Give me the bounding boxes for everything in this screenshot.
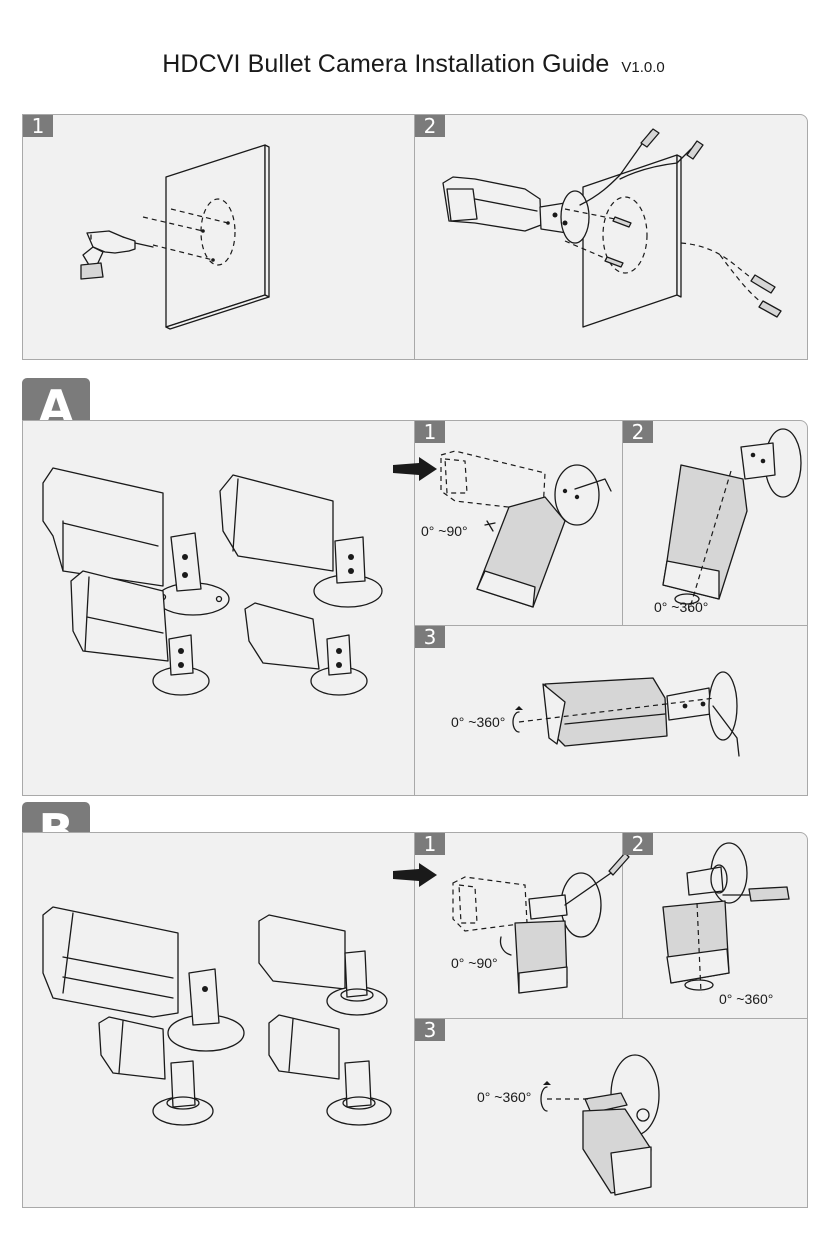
panel-divider — [622, 833, 623, 1019]
camera-icon — [268, 1014, 392, 1126]
section-b-overview — [23, 833, 414, 1207]
top-steps-panel: 1 2 — [22, 114, 808, 360]
tilt-angle-label: 0° ~90° — [421, 523, 468, 539]
step-badge: 2 — [623, 833, 653, 855]
section-b-step-3: 3 0° ~360° — [415, 1019, 808, 1207]
tilt-camera-illustration — [440, 450, 612, 608]
section-a-step-3: 3 0° ~360° — [415, 626, 808, 795]
camera-icon — [258, 914, 388, 1016]
section-a-step-1: 1 0° ~90° — [415, 421, 622, 625]
step-badge: 1 — [415, 833, 445, 855]
section-a-step-2: 2 0° ~360° — [623, 421, 808, 625]
tilt-camera-illustration — [452, 852, 630, 994]
section-a-overview — [23, 421, 414, 795]
drill-wall-illustration — [80, 144, 270, 330]
section-b-step-1: 1 0° ~90° — [415, 833, 630, 1018]
step-badge: 1 — [23, 115, 53, 137]
mount-camera-illustration — [442, 128, 782, 328]
rotate-angle-label: 0° ~360° — [477, 1089, 532, 1105]
camera-icon — [244, 602, 368, 696]
camera-models-illustration — [42, 906, 392, 1126]
camera-models-illustration — [42, 467, 383, 696]
version-label: V1.0.0 — [621, 59, 665, 76]
pan-camera-illustration — [662, 428, 802, 612]
panel-divider — [414, 625, 807, 626]
title-text: HDCVI Bullet Camera Installation Guide — [162, 50, 610, 78]
camera-icon — [42, 906, 245, 1052]
section-a-panel: 1 0° ~90° 2 0° ~360° — [22, 420, 808, 796]
step-badge: 1 — [415, 421, 445, 443]
drill-icon — [80, 230, 154, 280]
top-step-2: 2 — [415, 115, 808, 359]
arrow-right-icon — [393, 457, 437, 481]
pan-angle-label: 0° ~360° — [719, 991, 774, 1007]
step-badge: 3 — [415, 1019, 445, 1041]
camera-icon — [70, 570, 210, 696]
panel-divider — [414, 1018, 807, 1019]
rotate-camera-illustration — [512, 671, 740, 757]
top-step-1: 1 — [23, 115, 414, 359]
arrow-right-icon — [393, 863, 437, 887]
camera-icon — [98, 1016, 214, 1126]
panel-divider — [414, 833, 415, 1207]
step-badge: 2 — [623, 421, 653, 443]
step-badge: 2 — [415, 115, 445, 137]
pan-angle-label: 0° ~360° — [654, 599, 709, 615]
panel-divider — [414, 115, 415, 359]
panel-divider — [414, 421, 415, 795]
camera-icon — [42, 467, 230, 616]
section-b-panel: 1 0° ~90° 2 0° ~360° — [22, 832, 808, 1208]
camera-icon — [219, 474, 383, 608]
tilt-angle-label: 0° ~90° — [451, 955, 498, 971]
rotate-camera-illustration — [540, 1054, 660, 1196]
pan-camera-illustration — [662, 842, 790, 994]
step-badge: 3 — [415, 626, 445, 648]
rotate-angle-label: 0° ~360° — [451, 714, 506, 730]
panel-divider — [622, 421, 623, 626]
section-b-step-2: 2 0° ~360° — [623, 833, 808, 1018]
document-title: HDCVI Bullet Camera Installation Guide V1… — [0, 50, 827, 79]
